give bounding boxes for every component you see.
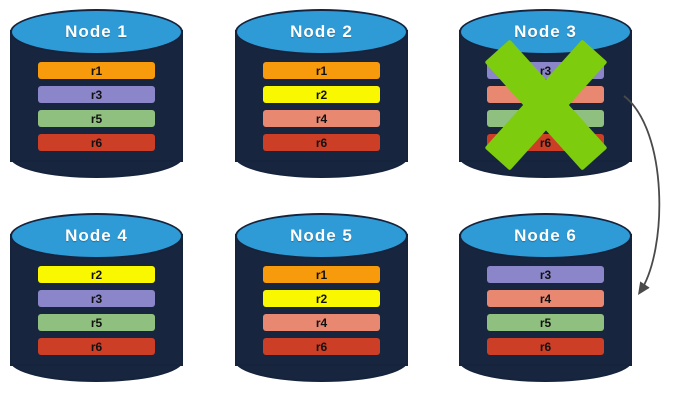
node-label: Node 2 (290, 22, 353, 41)
replica-item[interactable]: r6 (263, 134, 380, 151)
replica-item[interactable]: r2 (38, 266, 155, 283)
replica-item[interactable]: r6 (38, 338, 155, 355)
node-6[interactable]: Node 6 r3 r4 r5 r6 (453, 208, 638, 383)
replica-item[interactable]: r6 (38, 134, 155, 151)
replica-list: r2 r3 r5 r6 (10, 260, 183, 362)
replica-item[interactable]: r4 (263, 314, 380, 331)
replica-item[interactable]: r5 (487, 110, 604, 127)
replica-list: r1 r3 r5 r6 (10, 56, 183, 158)
replica-item[interactable]: r2 (263, 86, 380, 103)
replica-list: r1 r2 r4 r6 (235, 260, 408, 362)
replica-list: r3 r4 r5 r6 (459, 56, 632, 158)
replica-item[interactable]: r3 (487, 62, 604, 79)
cylinder-top (10, 213, 183, 259)
node-label: Node 6 (514, 226, 577, 245)
node-3[interactable]: Node 3 r3 r4 r5 r6 (453, 4, 638, 179)
replica-item[interactable]: r3 (38, 86, 155, 103)
node-label: Node 1 (65, 22, 128, 41)
replica-item[interactable]: r1 (38, 62, 155, 79)
replica-item[interactable]: r6 (487, 134, 604, 151)
replica-item[interactable]: r5 (38, 110, 155, 127)
cylinder-top (10, 9, 183, 55)
replica-list: r3 r4 r5 r6 (459, 260, 632, 362)
replica-list: r1 r2 r4 r6 (235, 56, 408, 158)
replica-item[interactable]: r5 (38, 314, 155, 331)
cylinder-top (235, 213, 408, 259)
replica-item[interactable]: r4 (487, 290, 604, 307)
cylinder-top (459, 213, 632, 259)
replica-item[interactable]: r6 (263, 338, 380, 355)
replica-item[interactable]: r4 (487, 86, 604, 103)
cylinder-top (235, 9, 408, 55)
node-2[interactable]: Node 2 r1 r2 r4 r6 (229, 4, 414, 179)
node-label: Node 3 (514, 22, 577, 41)
replica-item[interactable]: r4 (263, 110, 380, 127)
node-label: Node 4 (65, 226, 128, 245)
replica-item[interactable]: r3 (487, 266, 604, 283)
replica-item[interactable]: r6 (487, 338, 604, 355)
replica-item[interactable]: r1 (263, 62, 380, 79)
replica-item[interactable]: r3 (38, 290, 155, 307)
node-5[interactable]: Node 5 r1 r2 r4 r6 (229, 208, 414, 383)
node-1[interactable]: Node 1 r1 r3 r5 r6 (4, 4, 189, 179)
replica-item[interactable]: r5 (487, 314, 604, 331)
replica-item[interactable]: r2 (263, 290, 380, 307)
replica-item[interactable]: r1 (263, 266, 380, 283)
node-4[interactable]: Node 4 r2 r3 r5 r6 (4, 208, 189, 383)
node-label: Node 5 (290, 226, 353, 245)
